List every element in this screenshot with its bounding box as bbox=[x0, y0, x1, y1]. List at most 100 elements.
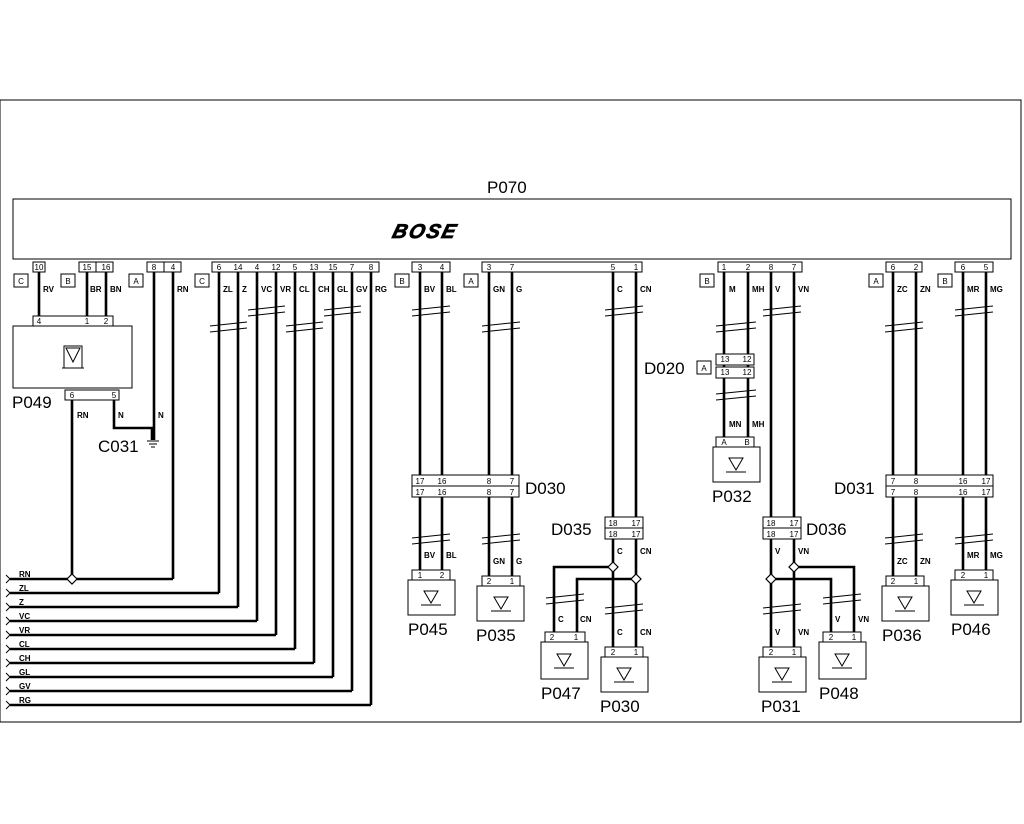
svg-text:CN: CN bbox=[640, 547, 652, 556]
svg-text:A: A bbox=[701, 364, 707, 373]
speaker-icon bbox=[832, 653, 852, 669]
speaker-icon bbox=[726, 457, 746, 473]
svg-text:CH: CH bbox=[19, 654, 31, 663]
svg-text:VN: VN bbox=[798, 547, 809, 556]
pin-strip-6: 3 7 5 1 bbox=[481, 261, 643, 273]
svg-text:ZN: ZN bbox=[920, 557, 931, 566]
svg-text:18: 18 bbox=[767, 519, 776, 528]
svg-text:CH: CH bbox=[318, 285, 330, 294]
svg-text:1: 1 bbox=[510, 577, 515, 586]
svg-text:15: 15 bbox=[329, 263, 338, 272]
speaker-icon bbox=[895, 596, 915, 612]
svg-text:2: 2 bbox=[829, 633, 834, 642]
svg-text:7: 7 bbox=[510, 477, 515, 486]
pin-strip-4: 6 14 4 12 5 13 15 7 8 bbox=[211, 261, 380, 273]
svg-text:5: 5 bbox=[293, 263, 298, 272]
svg-text:C: C bbox=[199, 277, 205, 286]
svg-text:17: 17 bbox=[982, 477, 991, 486]
svg-text:17: 17 bbox=[416, 488, 425, 497]
svg-text:MN: MN bbox=[729, 420, 742, 429]
svg-text:MR: MR bbox=[967, 285, 980, 294]
svg-text:6: 6 bbox=[961, 263, 966, 272]
svg-text:CN: CN bbox=[640, 628, 652, 637]
d031-wires: ZC ZN MR MG ZC ZN MR MG bbox=[884, 272, 1003, 576]
svg-text:BN: BN bbox=[110, 285, 122, 294]
svg-text:18: 18 bbox=[609, 519, 618, 528]
svg-text:VC: VC bbox=[19, 612, 30, 621]
svg-text:4: 4 bbox=[37, 317, 42, 326]
svg-text:RG: RG bbox=[375, 285, 387, 294]
svg-text:2: 2 bbox=[961, 571, 966, 580]
svg-text:GL: GL bbox=[337, 285, 348, 294]
svg-text:16: 16 bbox=[102, 263, 111, 272]
svg-text:V: V bbox=[775, 547, 781, 556]
svg-text:VN: VN bbox=[798, 628, 809, 637]
svg-text:P036: P036 bbox=[882, 626, 922, 645]
svg-text:2: 2 bbox=[550, 633, 555, 642]
svg-text:12: 12 bbox=[272, 263, 281, 272]
svg-text:B: B bbox=[704, 277, 709, 286]
svg-text:A: A bbox=[133, 277, 139, 286]
svg-text:8: 8 bbox=[152, 263, 157, 272]
svg-text:13: 13 bbox=[721, 368, 730, 377]
svg-text:RG: RG bbox=[19, 696, 31, 705]
p031-speaker: 2 1 P031 bbox=[758, 646, 807, 716]
svg-text:8: 8 bbox=[487, 477, 492, 486]
pin-strip-3: 8 4 bbox=[146, 261, 182, 273]
svg-text:B: B bbox=[942, 277, 947, 286]
speaker-icon bbox=[964, 590, 984, 606]
svg-text:P046: P046 bbox=[951, 620, 991, 639]
svg-text:CN: CN bbox=[640, 285, 652, 294]
p032-speaker: A B P032 bbox=[712, 436, 761, 506]
svg-text:2: 2 bbox=[104, 317, 109, 326]
svg-text:8: 8 bbox=[369, 263, 374, 272]
svg-text:12: 12 bbox=[743, 368, 752, 377]
svg-text:C: C bbox=[617, 628, 623, 637]
p046-speaker: 2 1 P046 bbox=[950, 569, 999, 639]
svg-text:VR: VR bbox=[19, 626, 30, 635]
svg-text:2: 2 bbox=[914, 263, 919, 272]
svg-text:CL: CL bbox=[299, 285, 310, 294]
svg-text:7: 7 bbox=[792, 263, 797, 272]
svg-text:4: 4 bbox=[255, 263, 260, 272]
svg-text:ZL: ZL bbox=[223, 285, 233, 294]
svg-text:P031: P031 bbox=[761, 697, 801, 716]
svg-text:D035: D035 bbox=[551, 520, 592, 539]
svg-text:GL: GL bbox=[19, 668, 30, 677]
svg-text:C: C bbox=[617, 547, 623, 556]
p049-wires: RV BR BN bbox=[37, 272, 122, 316]
p036-speaker: 2 1 P036 bbox=[881, 575, 930, 645]
svg-text:1: 1 bbox=[984, 571, 989, 580]
svg-text:P035: P035 bbox=[476, 626, 516, 645]
svg-text:2: 2 bbox=[487, 577, 492, 586]
svg-text:RN: RN bbox=[77, 411, 89, 420]
pin-strip-2: 15 16 bbox=[78, 261, 114, 273]
d035-wires: C CN C CN C CN C CN bbox=[545, 272, 652, 655]
svg-text:CN: CN bbox=[580, 615, 592, 624]
svg-text:RN: RN bbox=[177, 285, 189, 294]
svg-text:6: 6 bbox=[217, 263, 222, 272]
pin-strip-5: 3 4 bbox=[411, 261, 451, 273]
d020-connector: 13 12 13 12 D020 A bbox=[644, 353, 755, 379]
p035-speaker: 2 1 P035 bbox=[476, 575, 525, 645]
p045-speaker: 1 2 P045 bbox=[407, 569, 456, 639]
svg-text:1: 1 bbox=[574, 633, 579, 642]
svg-text:A: A bbox=[721, 438, 727, 447]
pin-strip-8: 1 2 8 7 bbox=[717, 261, 803, 273]
svg-text:ZN: ZN bbox=[920, 285, 931, 294]
svg-text:8: 8 bbox=[914, 477, 919, 486]
speaker-icon bbox=[421, 590, 441, 606]
svg-text:7: 7 bbox=[510, 488, 515, 497]
svg-text:P032: P032 bbox=[712, 487, 752, 506]
svg-text:GV: GV bbox=[356, 285, 368, 294]
svg-text:P030: P030 bbox=[600, 697, 640, 716]
svg-text:Z: Z bbox=[242, 285, 247, 294]
svg-text:C: C bbox=[558, 615, 564, 624]
svg-text:8: 8 bbox=[769, 263, 774, 272]
head-unit-label: P070 bbox=[487, 178, 527, 197]
head-unit-box bbox=[12, 198, 1012, 260]
svg-text:B: B bbox=[65, 277, 70, 286]
svg-text:BL: BL bbox=[446, 551, 457, 560]
c031-label: C031 bbox=[98, 437, 139, 456]
svg-text:5: 5 bbox=[112, 391, 117, 400]
